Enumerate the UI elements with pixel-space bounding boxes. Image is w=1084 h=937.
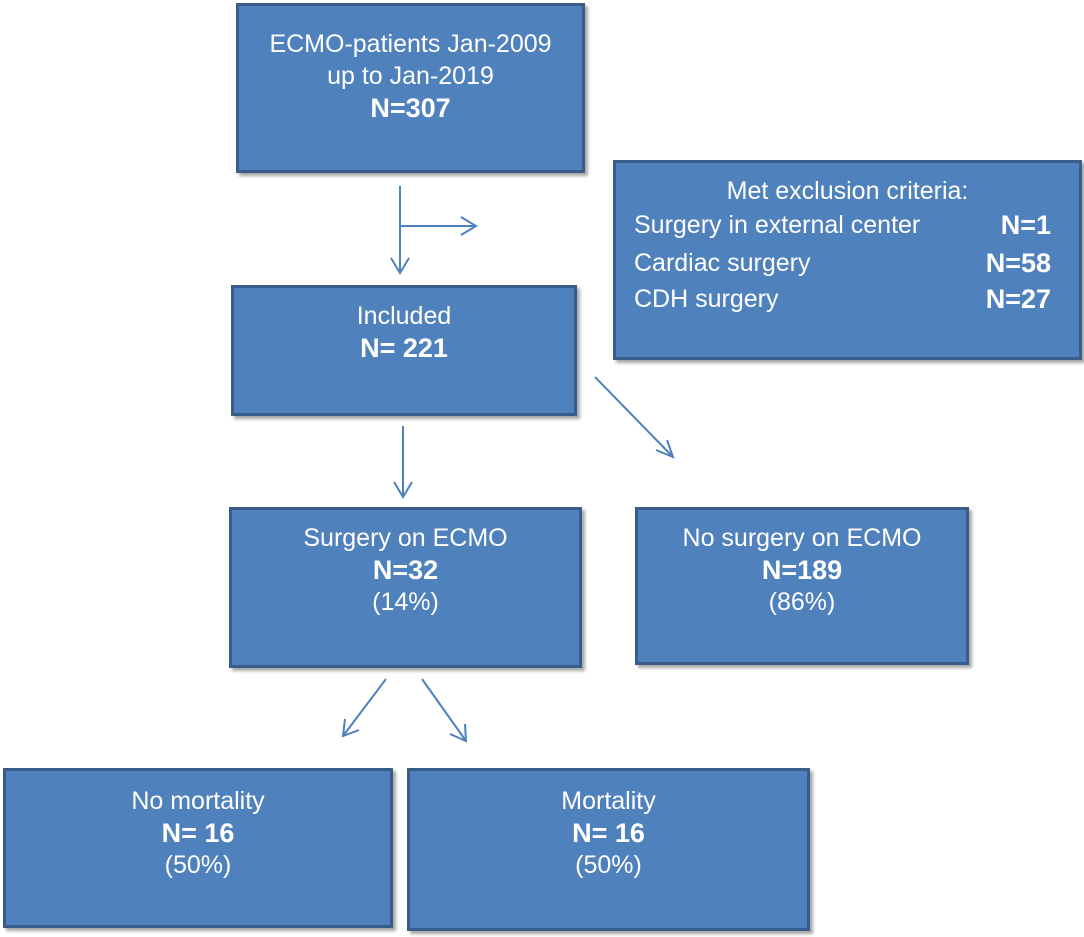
arrowhead-surgery-to-no-mortality bbox=[341, 718, 360, 738]
exclusion-title: Met exclusion criteria: bbox=[726, 177, 969, 205]
no-mortality-label: No mortality bbox=[131, 787, 265, 815]
surgery-on-ecmo-box: Surgery on ECMO N=32 (14%) bbox=[229, 507, 582, 668]
arrow-included-to-no-surgery bbox=[594, 376, 674, 458]
arrowhead-surgery-to-mortality bbox=[449, 723, 468, 743]
no-mortality-box: No mortality N= 16 (50%) bbox=[3, 768, 393, 928]
total-line2: up to Jan-2019 bbox=[327, 62, 494, 90]
surgery-label: Surgery on ECMO bbox=[303, 524, 508, 552]
arrow-surgery-to-no-mortality bbox=[342, 678, 387, 737]
arrowhead-included-to-no-surgery bbox=[655, 439, 675, 459]
arrowhead-included-to-surgery bbox=[393, 481, 413, 499]
exclusion-label: Cardiac surgery bbox=[634, 249, 811, 277]
exclusion-count: N=58 bbox=[985, 248, 1051, 278]
included-label: Included bbox=[356, 302, 452, 330]
no-mortality-percent: (50%) bbox=[164, 851, 232, 879]
included-box: Included N= 221 bbox=[231, 285, 577, 416]
no-surgery-label: No surgery on ECMO bbox=[682, 524, 922, 552]
exclusion-count: N=1 bbox=[1000, 210, 1051, 240]
included-count: N= 221 bbox=[360, 333, 448, 363]
mortality-percent: (50%) bbox=[575, 851, 642, 879]
total-line1: ECMO-patients Jan-2009 bbox=[269, 30, 552, 58]
total-patients-box: ECMO-patients Jan-2009 up to Jan-2019 N=… bbox=[236, 3, 585, 173]
total-count: N=307 bbox=[370, 93, 451, 123]
surgery-percent: (14%) bbox=[372, 588, 439, 616]
exclusion-label: CDH surgery bbox=[634, 285, 779, 313]
mortality-label: Mortality bbox=[561, 787, 656, 815]
no-surgery-on-ecmo-box: No surgery on ECMO N=189 (86%) bbox=[635, 507, 969, 665]
arrowhead-total-to-included bbox=[390, 257, 410, 275]
no-mortality-count: N= 16 bbox=[161, 818, 235, 848]
surgery-count: N=32 bbox=[372, 555, 439, 585]
exclusion-label: Surgery in external center bbox=[634, 211, 921, 239]
no-surgery-percent: (86%) bbox=[768, 588, 836, 616]
arrowhead-to-exclusion bbox=[460, 216, 478, 236]
arrow-surgery-to-mortality bbox=[421, 678, 467, 742]
exclusion-count: N=27 bbox=[985, 284, 1051, 314]
mortality-box: Mortality N= 16 (50%) bbox=[407, 768, 810, 931]
mortality-count: N= 16 bbox=[572, 818, 645, 848]
no-surgery-count: N=189 bbox=[761, 555, 843, 585]
exclusion-criteria-box: Met exclusion criteria: Surgery in exter… bbox=[613, 160, 1082, 360]
